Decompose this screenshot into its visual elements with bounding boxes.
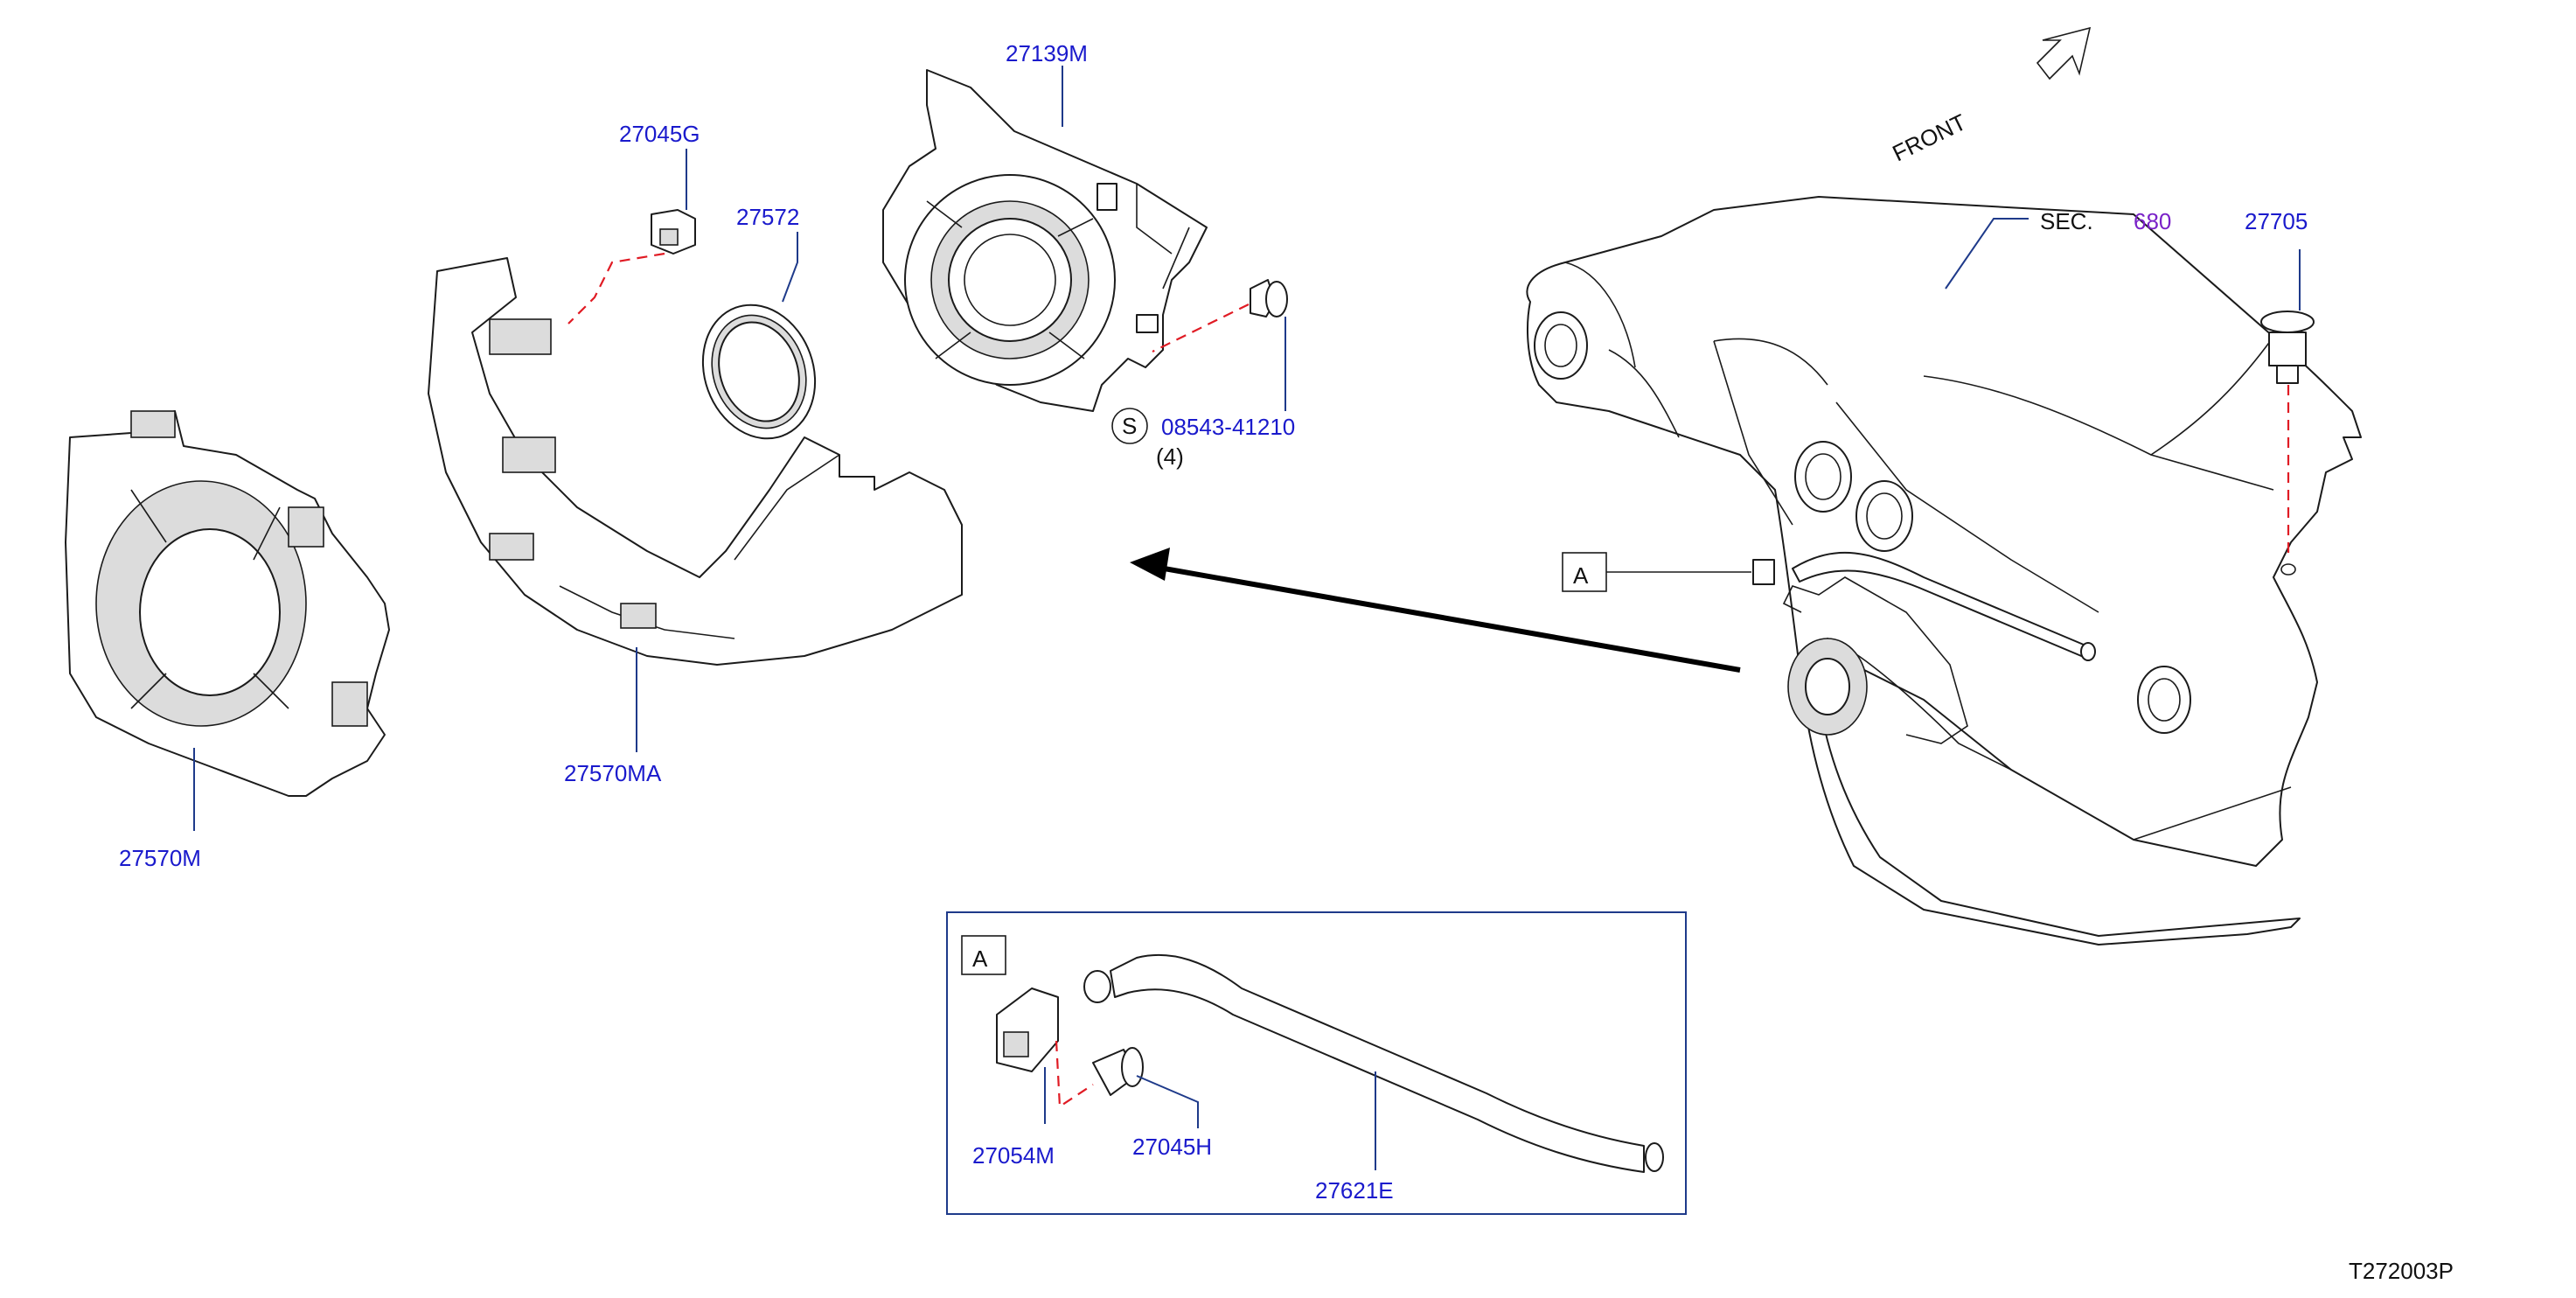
part-label-27705: 27705 (2245, 208, 2308, 234)
part-label-27139M: 27139M (1006, 40, 1088, 66)
section-number: 680 (2134, 208, 2171, 234)
part-27045G-clip: 27045G (567, 121, 700, 324)
front-direction-indicator: FRONT (1888, 26, 2092, 166)
section-reference: SEC. 680 (1945, 208, 2171, 290)
part-27139M-housing: 27139M (882, 40, 1208, 412)
front-arrow-icon (2036, 26, 2092, 80)
part-27572-ring: 27572 (701, 204, 817, 440)
section-prefix: SEC. (2040, 208, 2093, 234)
part-27570MA-cover: 27570MA (428, 257, 963, 786)
diagram-code: T272003P (2349, 1258, 2454, 1284)
part-label-27045G: 27045G (619, 121, 700, 147)
part-label-27570MA: 27570MA (564, 760, 662, 786)
screw-symbol: S (1122, 413, 1137, 439)
part-label-27570M: 27570M (119, 845, 201, 871)
callout-a-letter: A (1573, 562, 1589, 589)
part-label-27045H: 27045H (1132, 1134, 1212, 1160)
inset-a-letter: A (972, 946, 988, 972)
instrument-panel-illustration (1526, 196, 2362, 946)
part-27705-clip: 27705 (2245, 208, 2315, 560)
part-08543-41210-screw: S 08543-41210 (4) (1111, 279, 1295, 470)
callout-a: A (1562, 552, 1751, 592)
part-27570M-cover: 27570M (65, 410, 390, 871)
detail-arrow (1130, 548, 1741, 673)
part-label-08543-41210: 08543-41210 (1161, 414, 1295, 440)
part-label-27621E: 27621E (1315, 1177, 1394, 1204)
part-label-27054M: 27054M (972, 1142, 1055, 1169)
front-label: FRONT (1888, 108, 1970, 166)
inset-detail-a: A 27621E 27054M 27045H (946, 911, 1687, 1215)
screw-quantity: (4) (1156, 443, 1184, 470)
part-label-27572: 27572 (736, 204, 799, 230)
